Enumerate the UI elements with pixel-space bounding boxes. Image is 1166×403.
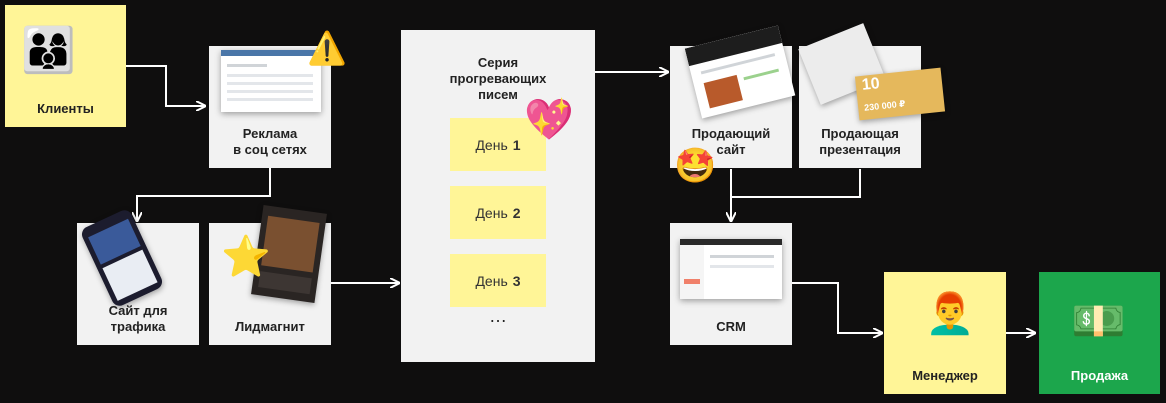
manager-label: Менеджер (912, 368, 978, 383)
node-ads: Реклама в соц сетях (209, 46, 331, 168)
arrow-clients-to-ads (126, 65, 204, 106)
clients-label: Клиенты (37, 101, 94, 116)
day-3-number: 3 (512, 272, 521, 289)
ads-screenshot (221, 50, 321, 112)
node-selling-site: Продающий сайт (670, 25, 796, 168)
presentation-badge: 10 (861, 75, 881, 94)
more-days-ellipsis: … (489, 306, 507, 326)
crm-label: CRM (716, 319, 746, 334)
crm-screenshot (680, 239, 782, 299)
sparkling-heart-icon: 💖 (524, 98, 574, 142)
traffic-site-phone (79, 207, 165, 309)
node-crm: CRM (670, 223, 792, 345)
star-struck-icon: 🤩 (674, 147, 717, 185)
day-1-label: День (475, 136, 508, 153)
node-traffic-site: Сайт для трафика (77, 207, 199, 345)
lead-magnet-label: Лидмагнит (235, 319, 305, 334)
presentation-card: 10 230 000 ₽ (854, 67, 946, 121)
arrow-crm-to-manager (792, 282, 881, 333)
node-clients: 👨‍👩‍👦 Клиенты (5, 5, 126, 127)
dollar-banknote-icon: 💵 (1071, 297, 1126, 346)
day-3-label: День (475, 272, 508, 289)
email-series-title: Серия прогревающих писем (449, 55, 547, 102)
presentation-label: Продающая презентация (819, 126, 901, 157)
ads-label: Реклама в соц сетях (233, 126, 307, 157)
day-2-label: День (475, 204, 508, 221)
manager-face-icon: 👨‍🦰 (925, 292, 975, 336)
warning-icon: ⚠️ (307, 30, 347, 66)
presentation-price: 230 000 ₽ (863, 98, 906, 113)
traffic-site-label: Сайт для трафика (108, 303, 168, 334)
arrow-presentation-to-crm (731, 169, 861, 198)
selling-site-label: Продающий сайт (691, 126, 771, 157)
day-2-number: 2 (512, 204, 521, 221)
node-selling-presentation: 10 230 000 ₽ Продающая презентация (798, 23, 946, 168)
node-sale: 💵 Продажа (1039, 272, 1160, 394)
day-1-number: 1 (512, 136, 521, 153)
node-manager: 👨‍🦰 Менеджер (884, 272, 1006, 394)
node-lead-magnet: ⭐ Лидмагнит (209, 204, 331, 345)
star-icon: ⭐ (221, 235, 271, 279)
sale-label: Продажа (1070, 368, 1129, 383)
arrow-ads-to-traffic-site (137, 167, 271, 220)
family-icon: 👨‍👩‍👦 (21, 26, 76, 75)
